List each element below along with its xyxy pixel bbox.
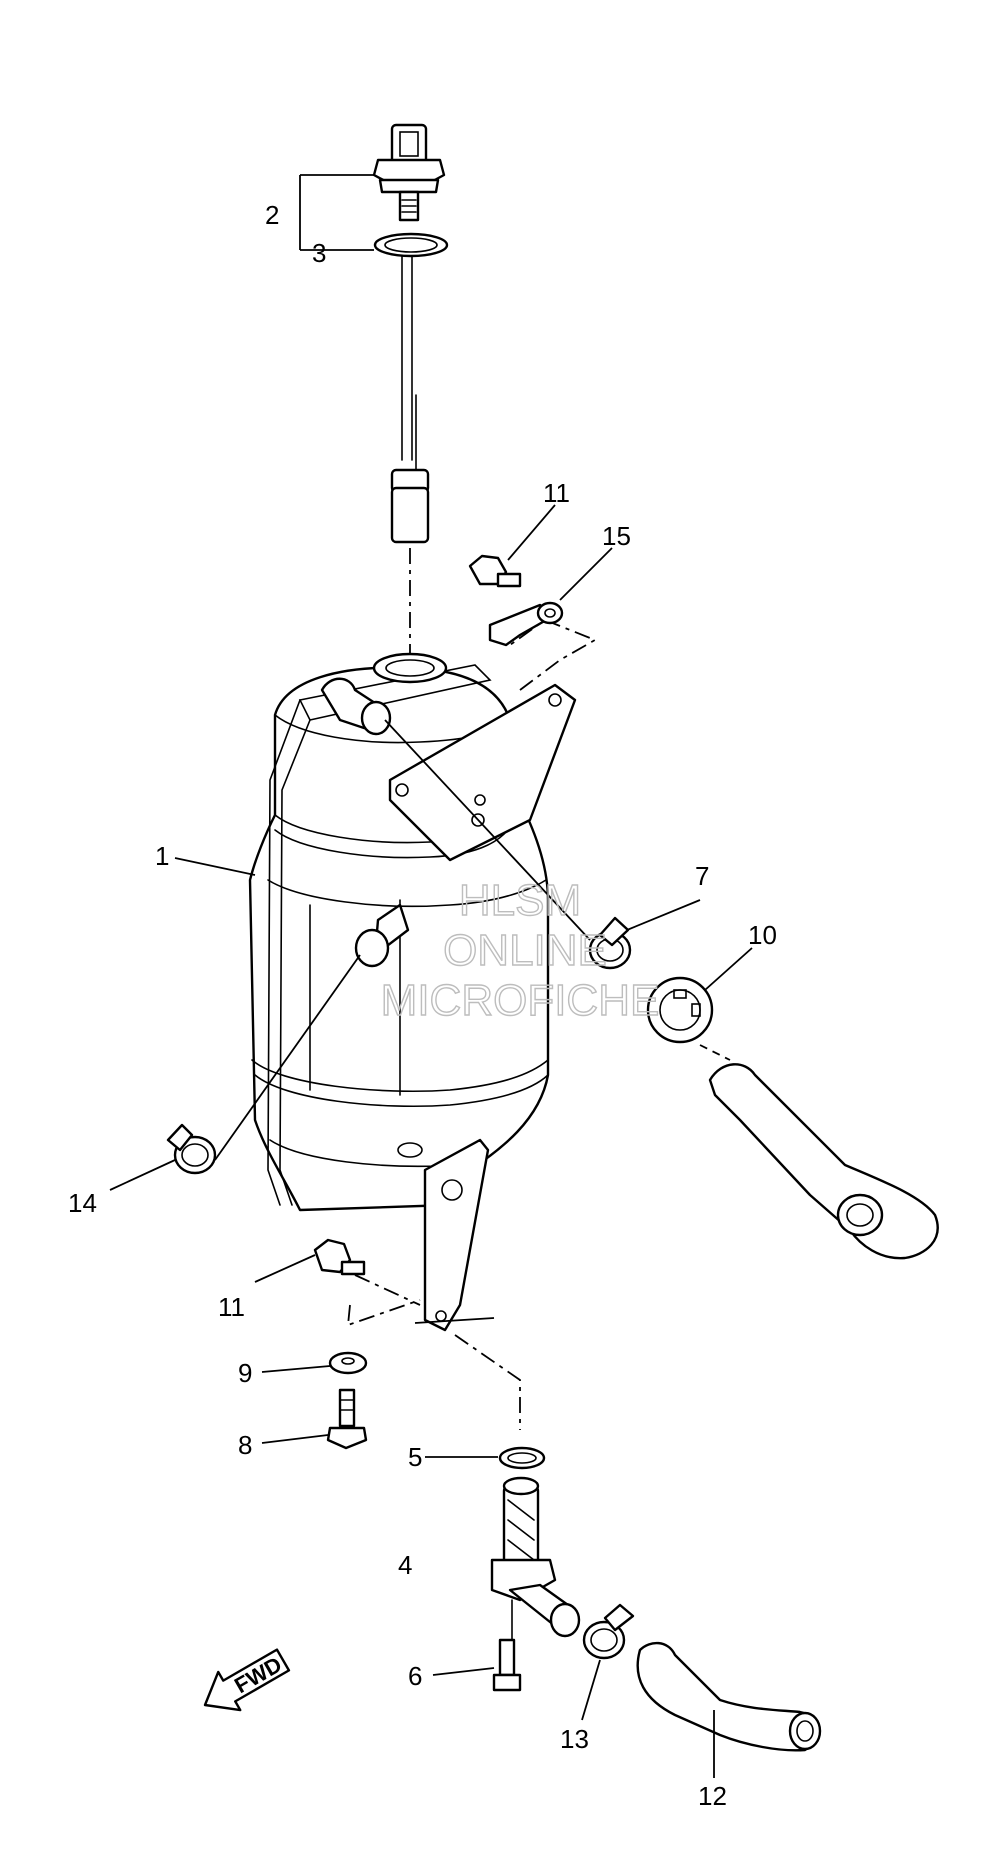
- callout-10: 10: [748, 920, 777, 950]
- watermark-line-3: MICROFICHE: [381, 976, 660, 1025]
- lower-hose-part-12[interactable]: [636, 1641, 822, 1752]
- fitting-part-4[interactable]: [490, 1476, 581, 1641]
- hose-clamp-part-13[interactable]: [582, 1603, 635, 1660]
- bolt-part-11-lower[interactable]: [313, 1238, 366, 1276]
- callout-3: 3: [312, 238, 326, 268]
- hose-clamp-part-7[interactable]: [588, 916, 632, 970]
- washer-part-9[interactable]: [328, 1351, 368, 1375]
- tank-part-1[interactable]: [248, 652, 577, 1332]
- bolt-part-8[interactable]: [326, 1388, 368, 1450]
- callout-14: 14: [68, 1188, 97, 1218]
- callout-6: 6: [408, 1661, 422, 1691]
- callout-9: 9: [238, 1358, 252, 1388]
- callout-1: 1: [155, 841, 169, 871]
- watermark-line-2: ONLINE: [443, 926, 607, 975]
- callout-11-upper: 11: [543, 478, 570, 508]
- level-sensor-part[interactable]: [372, 123, 446, 544]
- callout-7: 7: [695, 861, 709, 891]
- forward-direction-arrow: FWD: [203, 1648, 291, 1712]
- callout-8: 8: [238, 1430, 252, 1460]
- callout-2: 2: [265, 200, 279, 230]
- callout-15: 15: [602, 521, 631, 551]
- watermark-line-1: HLSM: [459, 876, 581, 925]
- hose-clamp-part-14[interactable]: [166, 1123, 217, 1175]
- callout-13: 13: [560, 1724, 589, 1754]
- o-ring-part-5[interactable]: [498, 1446, 546, 1470]
- callout-4: 4: [398, 1550, 412, 1580]
- bolt-part-11-upper[interactable]: [468, 554, 522, 588]
- callout-12: 12: [698, 1781, 727, 1811]
- upper-hose[interactable]: [699, 1044, 939, 1260]
- callout-11-lower: 11: [218, 1292, 245, 1322]
- clamp-part-15[interactable]: [488, 601, 564, 647]
- screw-part-6[interactable]: [492, 1638, 522, 1692]
- callout-5: 5: [408, 1442, 422, 1472]
- grommet-part-10[interactable]: [646, 976, 714, 1044]
- watermark: HLSM ONLINE MICROFICHE: [380, 875, 660, 1025]
